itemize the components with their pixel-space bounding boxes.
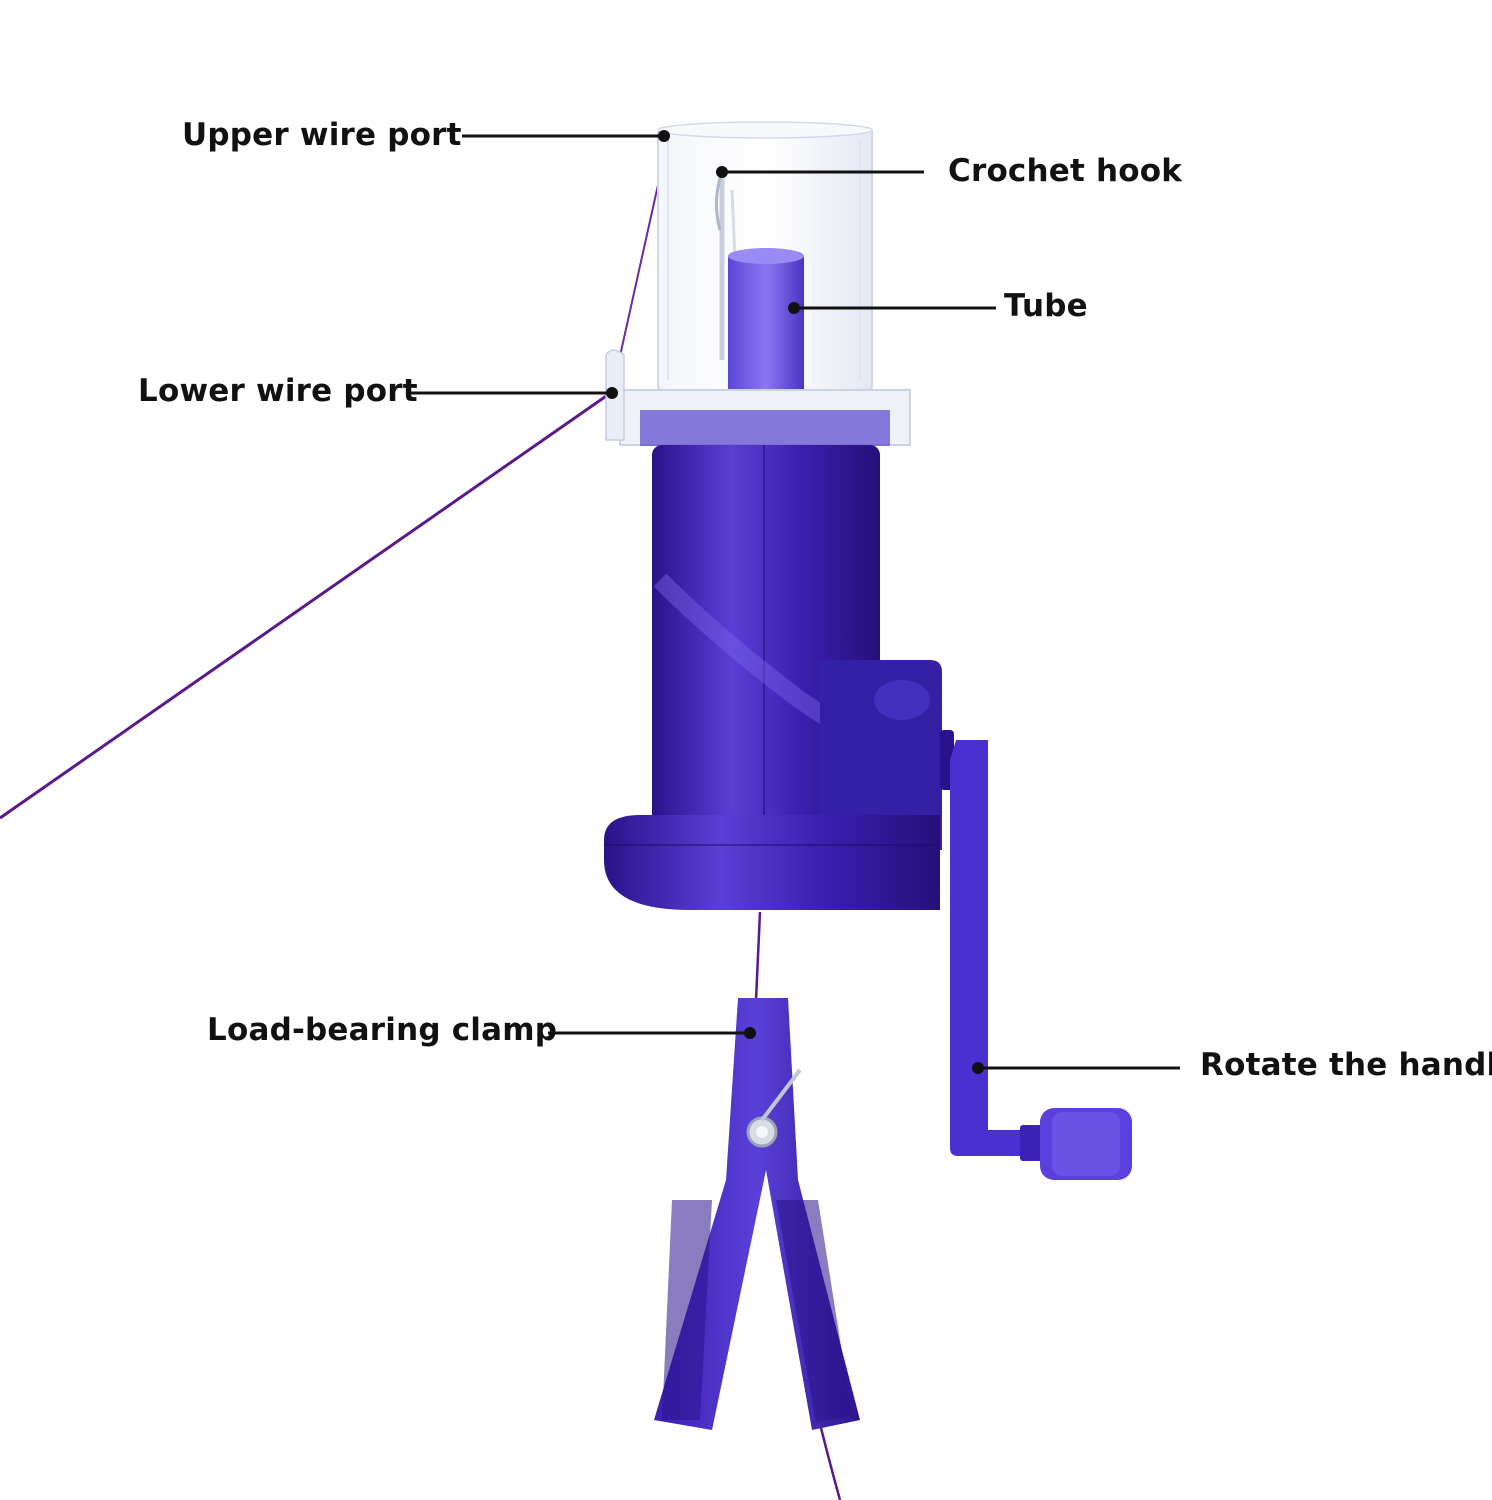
label-lower-wire-port: Lower wire port <box>138 373 418 409</box>
crank-handle <box>940 730 1132 1180</box>
leader-lines <box>410 130 1180 1074</box>
label-upper-wire-port: Upper wire port <box>182 117 462 153</box>
label-load-bearing-clamp: Load-bearing clamp <box>207 1012 558 1048</box>
machine-body <box>652 445 942 850</box>
marker-crochet-hook <box>716 166 728 178</box>
marker-load-bearing-clamp <box>744 1027 756 1039</box>
label-crochet-hook: Crochet hook <box>948 153 1183 189</box>
machine-base <box>604 815 940 910</box>
load-bearing-clamp <box>654 998 860 1430</box>
marker-lower-wire-port <box>606 387 618 399</box>
marker-upper-wire-port <box>658 130 670 142</box>
marker-tube <box>788 302 800 314</box>
marker-rotate-handle <box>972 1062 984 1074</box>
label-rotate-handle: Rotate the handle <box>1200 1047 1492 1083</box>
label-tube: Tube <box>1004 288 1088 324</box>
inner-tube <box>728 248 804 400</box>
